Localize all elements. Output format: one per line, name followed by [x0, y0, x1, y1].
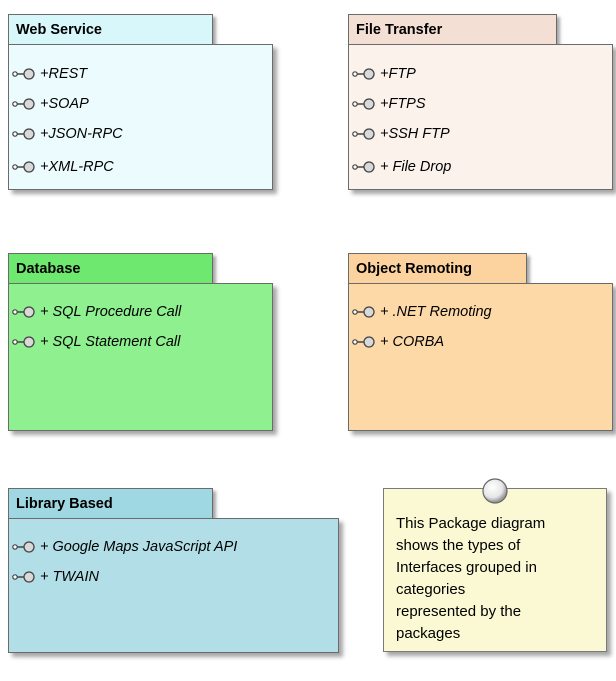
provided-interface-icon: [352, 161, 375, 173]
interface-item: +JSON-RPC: [12, 124, 123, 144]
provided-interface-icon: [12, 306, 35, 318]
interface-item: + TWAIN: [12, 567, 99, 587]
interface-item: + SQL Procedure Call: [12, 302, 181, 322]
note-text: This Package diagram shows the types of …: [396, 515, 546, 642]
diagram-note[interactable]: This Package diagram shows the types of …: [383, 488, 607, 652]
interface-item: + SQL Statement Call: [12, 332, 180, 352]
provided-interface-icon: [352, 98, 375, 110]
provided-interface-icon: [12, 128, 35, 140]
provided-interface-icon: [12, 68, 35, 80]
note-pin-icon: [482, 478, 508, 504]
interface-item: +SSH FTP: [352, 124, 450, 144]
interface-item: +FTPS: [352, 94, 426, 114]
provided-interface-icon: [352, 306, 375, 318]
package-body: [8, 283, 273, 431]
interface-item: + .NET Remoting: [352, 302, 492, 322]
package-title: File Transfer: [356, 22, 443, 38]
provided-interface-icon: [12, 161, 35, 173]
package-body: [8, 518, 339, 653]
package-title: Object Remoting: [356, 261, 473, 277]
package-tab: Object Remoting: [348, 253, 527, 284]
package-tab: File Transfer: [348, 14, 557, 45]
provided-interface-icon: [12, 336, 35, 348]
package-tab: Database: [8, 253, 213, 284]
package-title: Web Service: [16, 22, 102, 38]
interface-item: + Google Maps JavaScript API: [12, 537, 237, 557]
interface-item: +SOAP: [12, 94, 89, 114]
provided-interface-icon: [352, 336, 375, 348]
package-title: Database: [16, 261, 81, 277]
package-body: [8, 44, 273, 190]
interface-item: + CORBA: [352, 332, 444, 352]
interface-item: + File Drop: [352, 157, 451, 177]
package-body: [348, 44, 613, 190]
provided-interface-icon: [352, 128, 375, 140]
provided-interface-icon: [12, 98, 35, 110]
provided-interface-icon: [12, 571, 35, 583]
package-title: Library Based: [16, 496, 113, 512]
interface-item: +FTP: [352, 64, 416, 84]
package-tab: Web Service: [8, 14, 213, 45]
package-body: [348, 283, 613, 431]
provided-interface-icon: [352, 68, 375, 80]
package-tab: Library Based: [8, 488, 213, 519]
provided-interface-icon: [12, 541, 35, 553]
interface-item: +XML-RPC: [12, 157, 114, 177]
interface-item: +REST: [12, 64, 87, 84]
